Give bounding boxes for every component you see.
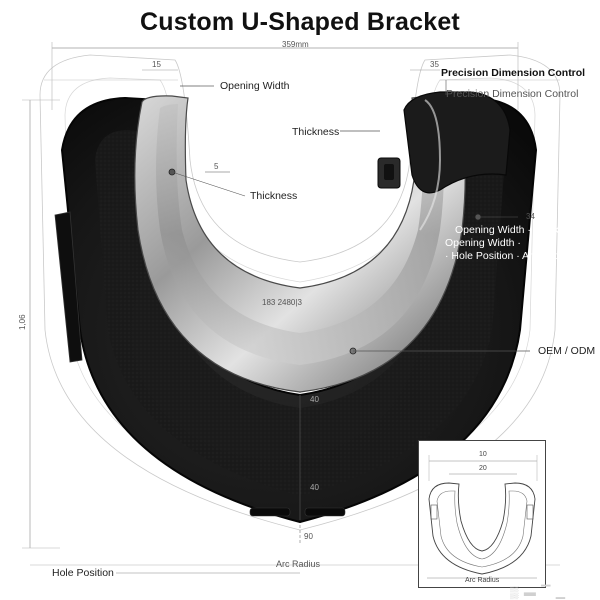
callout-features-line3: · Hole Position · Arc Radius (445, 250, 574, 262)
inset-dim-second: 20 (479, 465, 487, 472)
callout-thickness-left: Thickness (250, 190, 298, 202)
dimension-inner-small: 5 (214, 162, 219, 171)
callout-arc-radius: Arc Radius (276, 559, 321, 569)
inset-bracket-outline (427, 455, 538, 579)
dimension-side-right: 34 (526, 212, 535, 221)
callout-features-line2: Opening Width · (445, 237, 521, 249)
callout-features-line1: Opening Width · Thickness · (455, 224, 588, 236)
inset-dim-top: 10 (479, 451, 487, 458)
inset-drawing: 10 20 Arc Radius (418, 440, 546, 588)
dimension-top-left: 15 (152, 60, 161, 69)
callout-thickness-top: Thickness (292, 126, 340, 138)
callout-precision-light: Precision Dimension Control (446, 88, 579, 100)
page-title: Custom U-Shaped Bracket (140, 8, 460, 36)
inset-arc-radius: Arc Radius (465, 577, 500, 584)
watermark-mark: ▒ ▬ ▔ ▁ (510, 585, 566, 599)
dimension-top-right: 35 (430, 60, 439, 69)
callout-precision-bold: Precision Dimension Control (441, 67, 586, 79)
dimension-bottom-2: 40 (310, 483, 319, 492)
dimension-bottom-1: 40 (310, 395, 319, 404)
dimension-overall-width: 359mm (282, 40, 309, 49)
dimension-height: 1,06 (18, 314, 27, 330)
callout-hole-position: Hole Position (52, 567, 114, 579)
dimension-bottom-90: 90 (304, 532, 313, 541)
outline-drawing (39, 54, 561, 531)
callout-opening-width: Opening Width (220, 80, 290, 92)
dimension-mid: 183 2480|3 (262, 298, 302, 307)
callout-oem: OEM / ODM (538, 345, 596, 357)
